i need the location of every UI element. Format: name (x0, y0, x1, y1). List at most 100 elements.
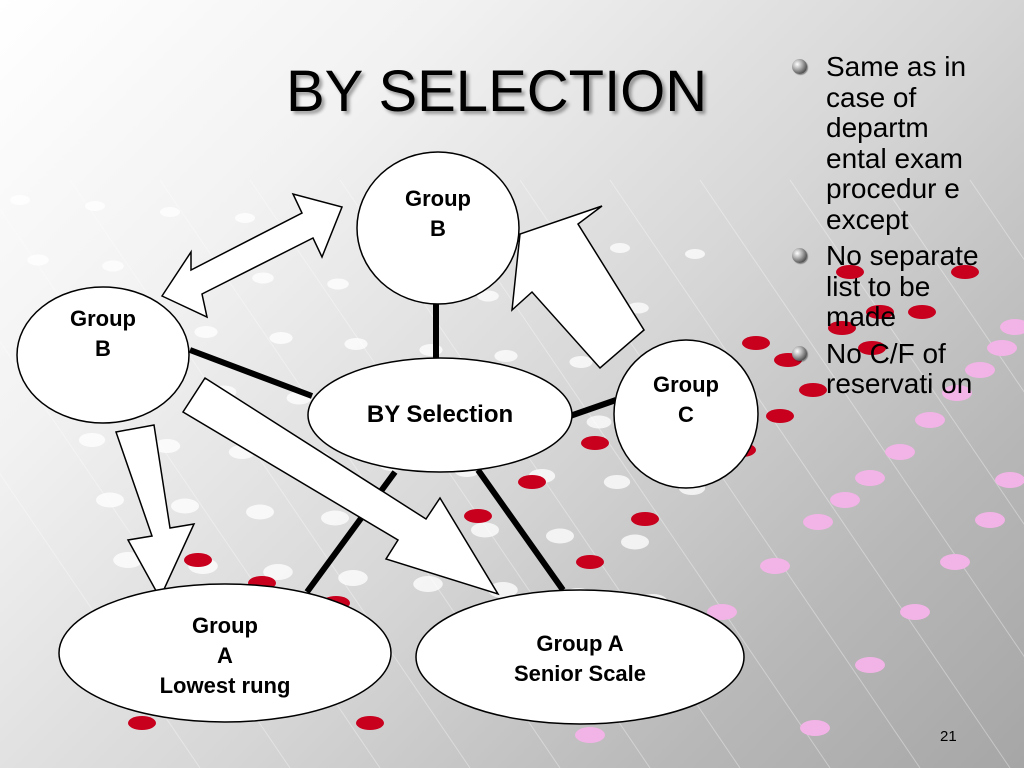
connector-senior (475, 468, 566, 592)
node-group-c (613, 339, 759, 489)
background-dot (707, 604, 737, 620)
background-dot (836, 265, 864, 279)
bullet-icon (792, 248, 807, 263)
background-dot (477, 290, 499, 302)
background-dot (160, 207, 180, 217)
background-dot (900, 604, 930, 620)
background-dot (855, 657, 885, 673)
bullet-text: No separate list to be made (826, 240, 979, 332)
bullet-item: Same as in case of departm ental exam pr… (790, 51, 990, 235)
background-dot (464, 509, 492, 523)
arrow-diagonal (181, 376, 500, 596)
background-dot (128, 716, 156, 730)
label-group-a-senior: Group A Senior Scale (513, 631, 647, 686)
background-dot (171, 498, 199, 514)
bullet-list: Same as in case of departm ental exam pr… (790, 51, 990, 406)
background-dot (96, 492, 124, 508)
background-dot (27, 254, 49, 266)
slide-title: BY SELECTION (286, 59, 708, 124)
node-group-b-left (16, 286, 190, 424)
background-dot (269, 332, 293, 344)
label-group-a-lowest: Group A Lowest rung (159, 613, 291, 698)
background-dot (546, 528, 574, 544)
background-dot (356, 716, 384, 730)
background-dot (471, 522, 499, 538)
bullet-icon (792, 59, 807, 74)
background-dot (830, 492, 860, 508)
node-group-a-senior (415, 589, 745, 725)
arrow-down-left (115, 424, 196, 600)
background-dot (803, 514, 833, 530)
background-dot (951, 265, 979, 279)
background-dot (885, 444, 915, 460)
background-dot (10, 195, 30, 205)
background-dot (85, 201, 105, 211)
background-dot (610, 243, 630, 253)
background-dot (78, 433, 106, 447)
background-dot (975, 512, 1005, 528)
bullet-item: No separate list to be made (790, 240, 990, 333)
background-dot (766, 409, 794, 423)
background-dot (858, 341, 886, 355)
background-dot (1000, 319, 1024, 335)
label-group-b-left: Group B (70, 306, 136, 361)
background-dot (153, 439, 181, 453)
background-dot (102, 260, 124, 272)
background-grid-line (699, 179, 1024, 658)
background-dot (246, 504, 274, 520)
connector-right (569, 397, 617, 419)
label-group-b-top: Group B (405, 186, 471, 241)
bullet-icon (792, 345, 807, 361)
background-dot (866, 305, 894, 319)
background-dot (413, 576, 443, 592)
bullet-text: No C/F of reservati on (826, 337, 973, 399)
background-dot (184, 553, 212, 567)
label-by-selection: BY Selection (366, 401, 514, 428)
background-dot (742, 336, 770, 350)
background-grid-line (879, 179, 1024, 393)
background-dot (321, 510, 349, 526)
background-dot (235, 213, 255, 223)
background-dot (799, 383, 827, 397)
background-dot (800, 720, 830, 736)
arrow-up-right (511, 205, 645, 370)
background-dot (518, 475, 546, 489)
background-dot (569, 356, 593, 368)
page-number: 21 (940, 728, 957, 745)
node-group-a-lowest (58, 583, 392, 723)
bullet-text: Same as in case of departm ental exam pr… (826, 51, 967, 235)
background-dot (252, 272, 274, 284)
background-dot (760, 558, 790, 574)
background-dot (494, 350, 518, 362)
background-dot (828, 321, 856, 335)
background-dot (263, 564, 293, 580)
bullet-item: No C/F of reservati on (790, 337, 990, 400)
background-dot (113, 552, 143, 568)
background-dot (942, 385, 972, 401)
background-dot (940, 554, 970, 570)
background-dot (338, 570, 368, 586)
background-grid-line (69, 179, 471, 768)
background-dot (575, 727, 605, 743)
background-dot (631, 512, 659, 526)
background-grid-line (609, 179, 1011, 768)
background-dot (965, 362, 995, 378)
background-dot (194, 326, 218, 338)
background-dot (915, 412, 945, 428)
background-dot (621, 534, 649, 550)
background-dot (987, 340, 1017, 356)
background-dot (603, 475, 631, 489)
background-dot (344, 338, 368, 350)
background-dot (581, 436, 609, 450)
connector-left (188, 347, 314, 399)
background-dot (995, 472, 1024, 488)
label-group-c: Group C (653, 372, 719, 427)
background-dot (327, 278, 349, 290)
background-dot (908, 305, 936, 319)
double-arrow (160, 192, 344, 319)
background-dot (576, 555, 604, 569)
background-dot (586, 415, 612, 429)
background-dot (685, 249, 705, 259)
